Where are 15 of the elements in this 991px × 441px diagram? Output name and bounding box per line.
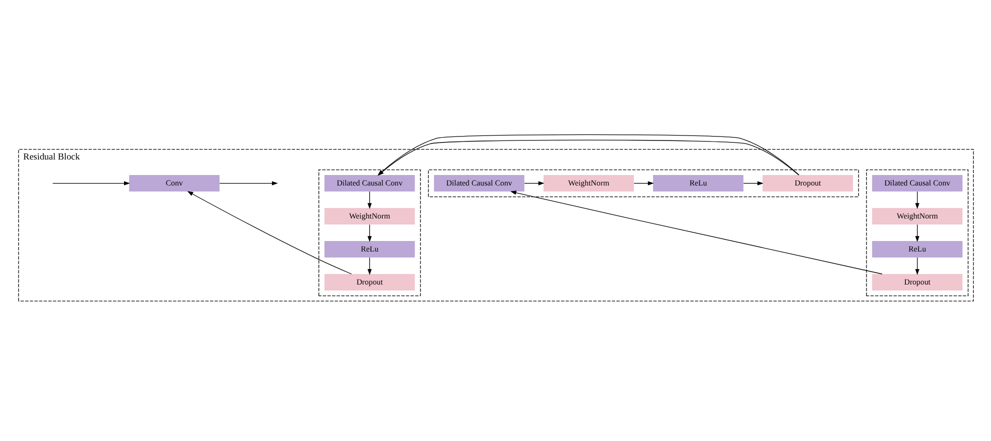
arrow (367, 191, 372, 210)
arrow (367, 224, 372, 242)
arrow (742, 181, 763, 186)
arrow (914, 191, 919, 210)
arrow (914, 257, 919, 276)
arrow (52, 181, 130, 186)
arrow (186, 191, 352, 274)
arrow (633, 181, 654, 186)
arrow (510, 190, 882, 274)
arrow (524, 181, 544, 186)
arrow (367, 257, 372, 276)
cluster (428, 169, 858, 198)
cluster (866, 169, 968, 296)
arrow (914, 224, 919, 242)
arrow (218, 181, 278, 186)
